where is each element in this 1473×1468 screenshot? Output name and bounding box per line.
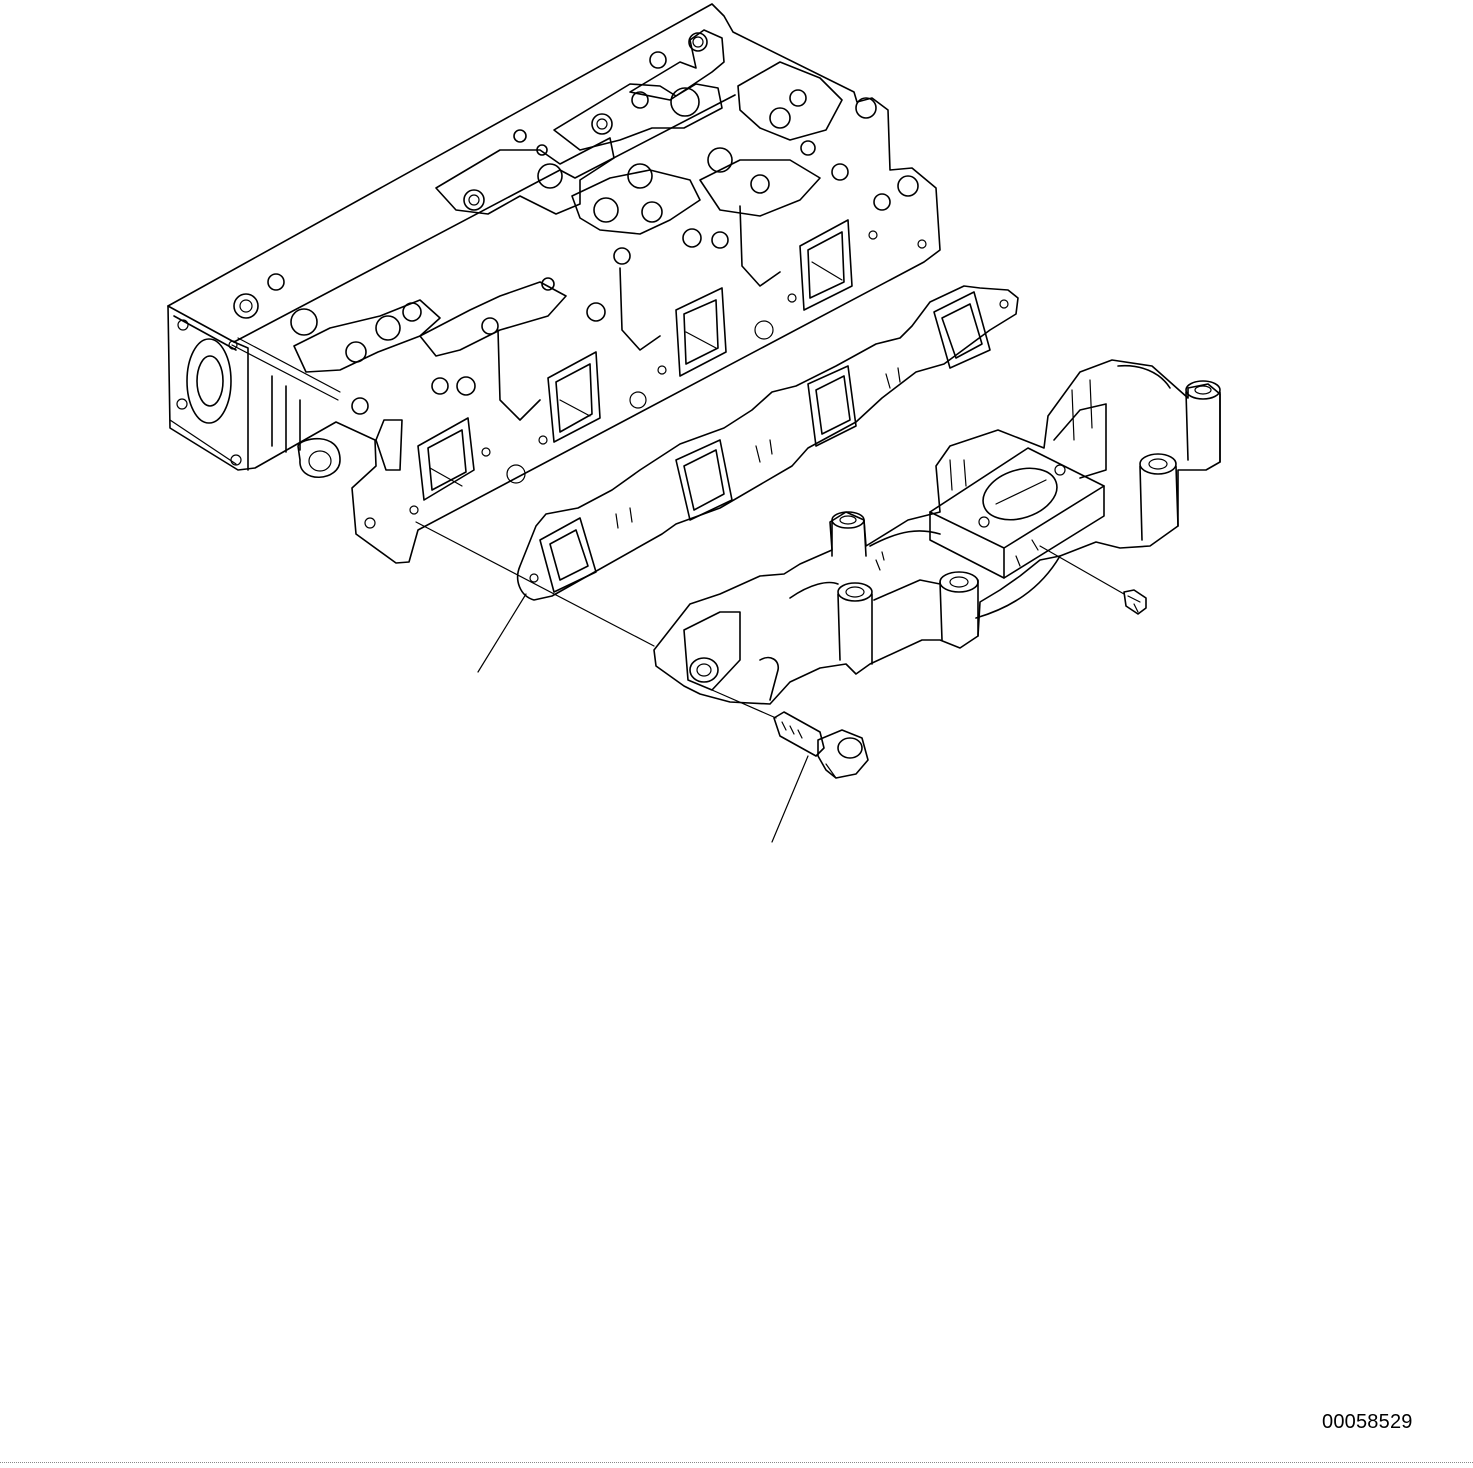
alignment-lines [416, 522, 808, 842]
exhaust-manifold-gasket [518, 286, 1018, 600]
exhaust-manifold [654, 360, 1220, 704]
cylinder-head [168, 4, 940, 563]
drawing-number: 00058529 [1322, 1411, 1413, 1433]
small-plug-bolt [1040, 546, 1146, 614]
head-port-1 [418, 418, 474, 500]
head-port-2 [548, 352, 600, 442]
assembly-line-head-to-manifold [416, 522, 654, 646]
manifold-flange-bolt [712, 690, 868, 778]
head-port-4 [800, 220, 852, 310]
head-port-3 [676, 288, 726, 376]
leader-line-bolt [772, 756, 808, 842]
bottom-border-rule [0, 1462, 1473, 1463]
leader-line-gasket [478, 594, 526, 672]
